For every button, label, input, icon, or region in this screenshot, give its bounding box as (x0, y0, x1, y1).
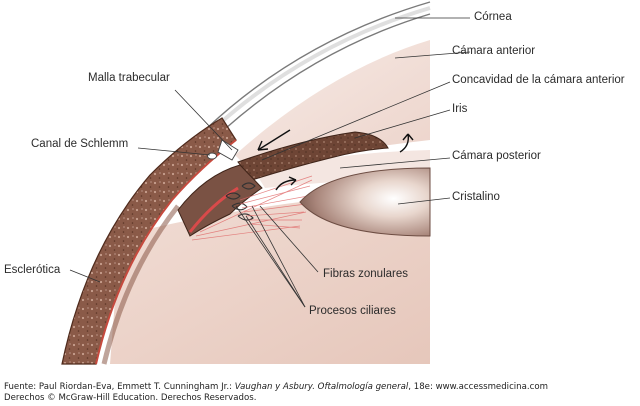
trabecular-meshwork-shape (217, 139, 239, 161)
label-cornea: Córnea (474, 11, 512, 23)
schlemm-canal-shape (207, 152, 217, 160)
caption-source-line: Fuente: Paul Riordan-Eva, Emmett T. Cunn… (4, 382, 636, 393)
leader-lines (69, 17, 471, 308)
label-ciliary-processes: Procesos ciliares (309, 305, 396, 317)
ciliary-processes-folds (225, 182, 256, 221)
cornea-inner (214, 13, 431, 139)
caption-suffix: , 18e: www.accessmedicina.com (408, 382, 548, 392)
cornea-outer (204, 1, 431, 131)
eye-anatomy-diagram: Córnea Cámara anterior Concavidad de la … (4, 1, 625, 365)
aqueous-flow-arrows (257, 129, 414, 191)
ciliary-muscle (188, 186, 239, 233)
caption-prefix: Fuente: Paul Riordan-Eva, Emmett T. Cunn… (4, 382, 235, 392)
eye-anatomy-illustration (61, 1, 471, 365)
label-sclera: Esclerótica (4, 264, 61, 276)
label-posterior-chamber: Cámara posterior (452, 150, 541, 162)
label-iris: Iris (452, 103, 468, 115)
lens-body (299, 167, 431, 237)
label-trabecular-meshwork: Malla trabecular (88, 72, 170, 84)
anterior-chamber-region (235, 40, 430, 170)
label-lens: Cristalino (452, 191, 500, 203)
label-schlemm-canal: Canal de Schlemm (31, 138, 129, 150)
label-anterior-chamber: Cámara anterior (452, 45, 536, 57)
caption-rights-line: Derechos © McGraw-Hill Education. Derech… (4, 393, 257, 403)
label-zonular-fibers: Fibras zonulares (323, 268, 409, 280)
retina-layer (101, 204, 180, 365)
choroid-layer (95, 139, 237, 365)
caption-book-title: Vaughan y Asbury. Oftalmología general (234, 382, 409, 392)
label-angle-recess: Concavidad de la cámara anterior (452, 74, 625, 86)
source-caption: Fuente: Paul Riordan-Eva, Emmett T. Cunn… (4, 382, 636, 404)
